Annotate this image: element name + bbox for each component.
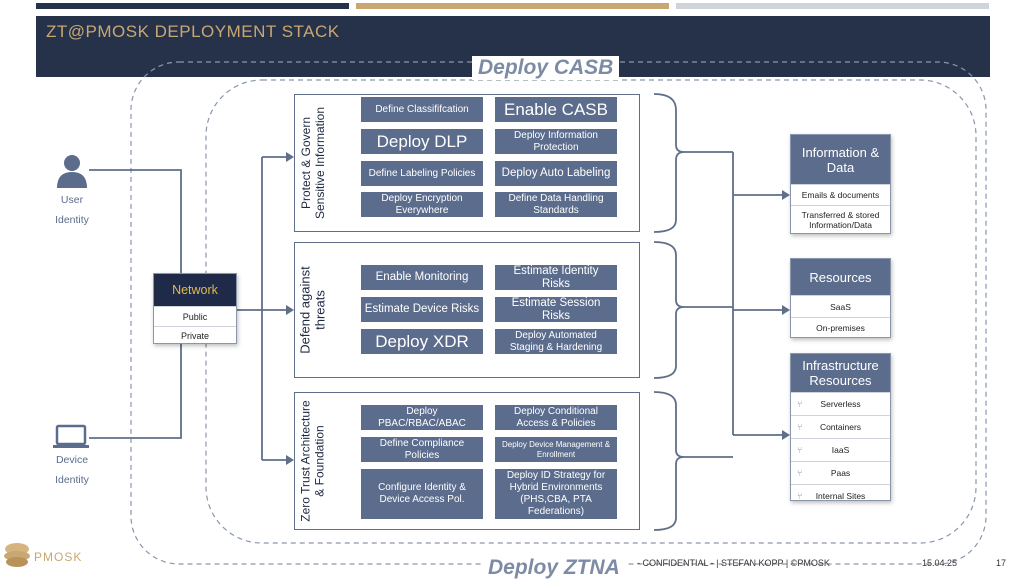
infra-item-iaas-label: IaaS: [831, 445, 850, 455]
section-defend-title-line2: threats: [313, 290, 329, 330]
resources-item-onprem: On-premises: [791, 317, 890, 338]
section-defend-title-wrap: Defend against threats: [294, 242, 332, 378]
branch-icon: ⑂: [797, 468, 803, 478]
section-zt-title-line2: & Foundation: [313, 425, 328, 497]
infra-item-serverless: ⑂ Serverless: [791, 392, 890, 415]
info-data-panel: Information & Data Emails & documents Tr…: [790, 134, 891, 234]
device-identity-label: Device Identity: [40, 450, 104, 490]
tile-estimate-session-risks: Estimate Session Risks: [495, 297, 617, 322]
tile-deploy-information-protection: Deploy Information Protection: [495, 129, 617, 154]
user-label-line2: Identity: [55, 214, 89, 226]
tile-define-labeling-policies: Define Labeling Policies: [361, 161, 483, 186]
section-protect-title-wrap: Protect & Govern Sensitive Information: [294, 94, 332, 232]
tile-deploy-id-strategy: Deploy ID Strategy for Hybrid Environmen…: [495, 469, 617, 519]
tile-enable-monitoring: Enable Monitoring: [361, 265, 483, 290]
branch-icon: ⑂: [797, 422, 803, 432]
infra-item-paas-label: Paas: [830, 468, 851, 478]
tile-configure-identity-access: Configure Identity & Device Access Pol.: [361, 469, 483, 519]
section-protect-title-line2: Sensitive Information: [313, 106, 327, 220]
info-data-title: Information & Data: [791, 135, 890, 184]
network-title: Network: [154, 274, 236, 306]
resources-item-saas: SaaS: [791, 295, 890, 317]
info-item-emails: Emails & documents: [791, 184, 890, 205]
device-label-line1: Device: [55, 454, 89, 466]
casb-label: Deploy CASB: [472, 56, 620, 80]
accent-bar-grey: [676, 3, 989, 9]
branch-icon: ⑂: [797, 445, 803, 455]
section-defend-title-line1: Defend against: [298, 266, 314, 354]
tile-deploy-xdr: Deploy XDR: [361, 329, 483, 354]
section-protect-title: Protect & Govern Sensitive Information: [299, 107, 327, 219]
tile-enable-casb: Enable CASB: [495, 97, 617, 122]
accent-bar-gold: [356, 3, 669, 9]
tile-define-classification: Define Classififcation: [361, 97, 483, 122]
device-label-line2: Identity: [55, 474, 89, 486]
footer-page-number: 17: [996, 558, 1007, 568]
tile-deploy-encryption: Deploy Encryption Everywhere: [361, 192, 483, 217]
tile-deploy-device-management: Deploy Device Management & Enrollment: [495, 437, 617, 462]
accent-bar-navy: [36, 3, 349, 9]
casb-boundary: [205, 79, 977, 544]
branch-icon: ⑂: [797, 399, 803, 409]
section-protect-title-line1: Protect & Govern: [299, 116, 313, 210]
tile-deploy-pbac: Deploy PBAC/RBAC/ABAC: [361, 405, 483, 430]
infrastructure-panel: Infrastructure Resources ⑂ Serverless ⑂ …: [790, 353, 891, 501]
tile-define-data-handling: Define Data Handling Standards: [495, 192, 617, 217]
infra-item-internal-sites-label: Internal Sites: [815, 490, 866, 501]
network-item-private: Private: [154, 326, 236, 345]
user-identity-label: User Identity: [40, 190, 104, 230]
section-defend-title: Defend against threats: [298, 266, 328, 353]
infra-item-containers: ⑂ Containers: [791, 415, 890, 438]
pmosk-logo-icon: [4, 543, 30, 567]
tile-deploy-conditional-access: Deploy Conditional Access & Policies: [495, 405, 617, 430]
footer-date: 15.04.25: [922, 558, 958, 568]
infra-item-iaas: ⑂ IaaS: [791, 438, 890, 461]
infra-item-internal-sites: ⑂ Internal Sites: [791, 484, 890, 506]
section-zt-title-line1: Zero Trust Architecture: [299, 400, 314, 522]
info-item-transferred: Transferred & stored Information/Data: [791, 205, 890, 234]
ztna-label: Deploy ZTNA: [482, 556, 626, 580]
infra-item-containers-label: Containers: [819, 422, 862, 432]
section-zt-title: Zero Trust Architecture & Foundation: [299, 400, 327, 521]
section-zt-title-wrap: Zero Trust Architecture & Foundation: [294, 392, 332, 530]
network-item-public: Public: [154, 306, 236, 326]
infra-item-serverless-label: Serverless: [820, 399, 861, 409]
user-icon: [57, 155, 87, 188]
infra-item-paas: ⑂ Paas: [791, 461, 890, 484]
tile-deploy-automated-staging: Deploy Automated Staging & Hardening: [495, 329, 617, 354]
network-panel: Network Public Private: [153, 273, 237, 344]
tile-estimate-identity-risks: Estimate Identity Risks: [495, 265, 617, 290]
tile-deploy-auto-labeling: Deploy Auto Labeling: [495, 161, 617, 186]
page-title: ZT@PMOSK DEPLOYMENT STACK: [46, 22, 340, 41]
user-label-line1: User: [60, 194, 84, 206]
footer-confidential: - CONFIDENTIAL - | STEFAN KOPP | ©PMOSK: [637, 558, 830, 568]
infrastructure-title: Infrastructure Resources: [791, 354, 890, 392]
tile-estimate-device-risks: Estimate Device Risks: [361, 297, 483, 322]
logo-text: PMOSK: [34, 550, 83, 564]
resources-title: Resources: [791, 259, 890, 295]
branch-icon: ⑂: [797, 490, 803, 501]
tile-deploy-dlp: Deploy DLP: [361, 129, 483, 154]
tile-define-compliance-policies: Define Compliance Policies: [361, 437, 483, 462]
laptop-icon: [53, 424, 89, 448]
resources-panel: Resources SaaS On-premises: [790, 258, 891, 338]
